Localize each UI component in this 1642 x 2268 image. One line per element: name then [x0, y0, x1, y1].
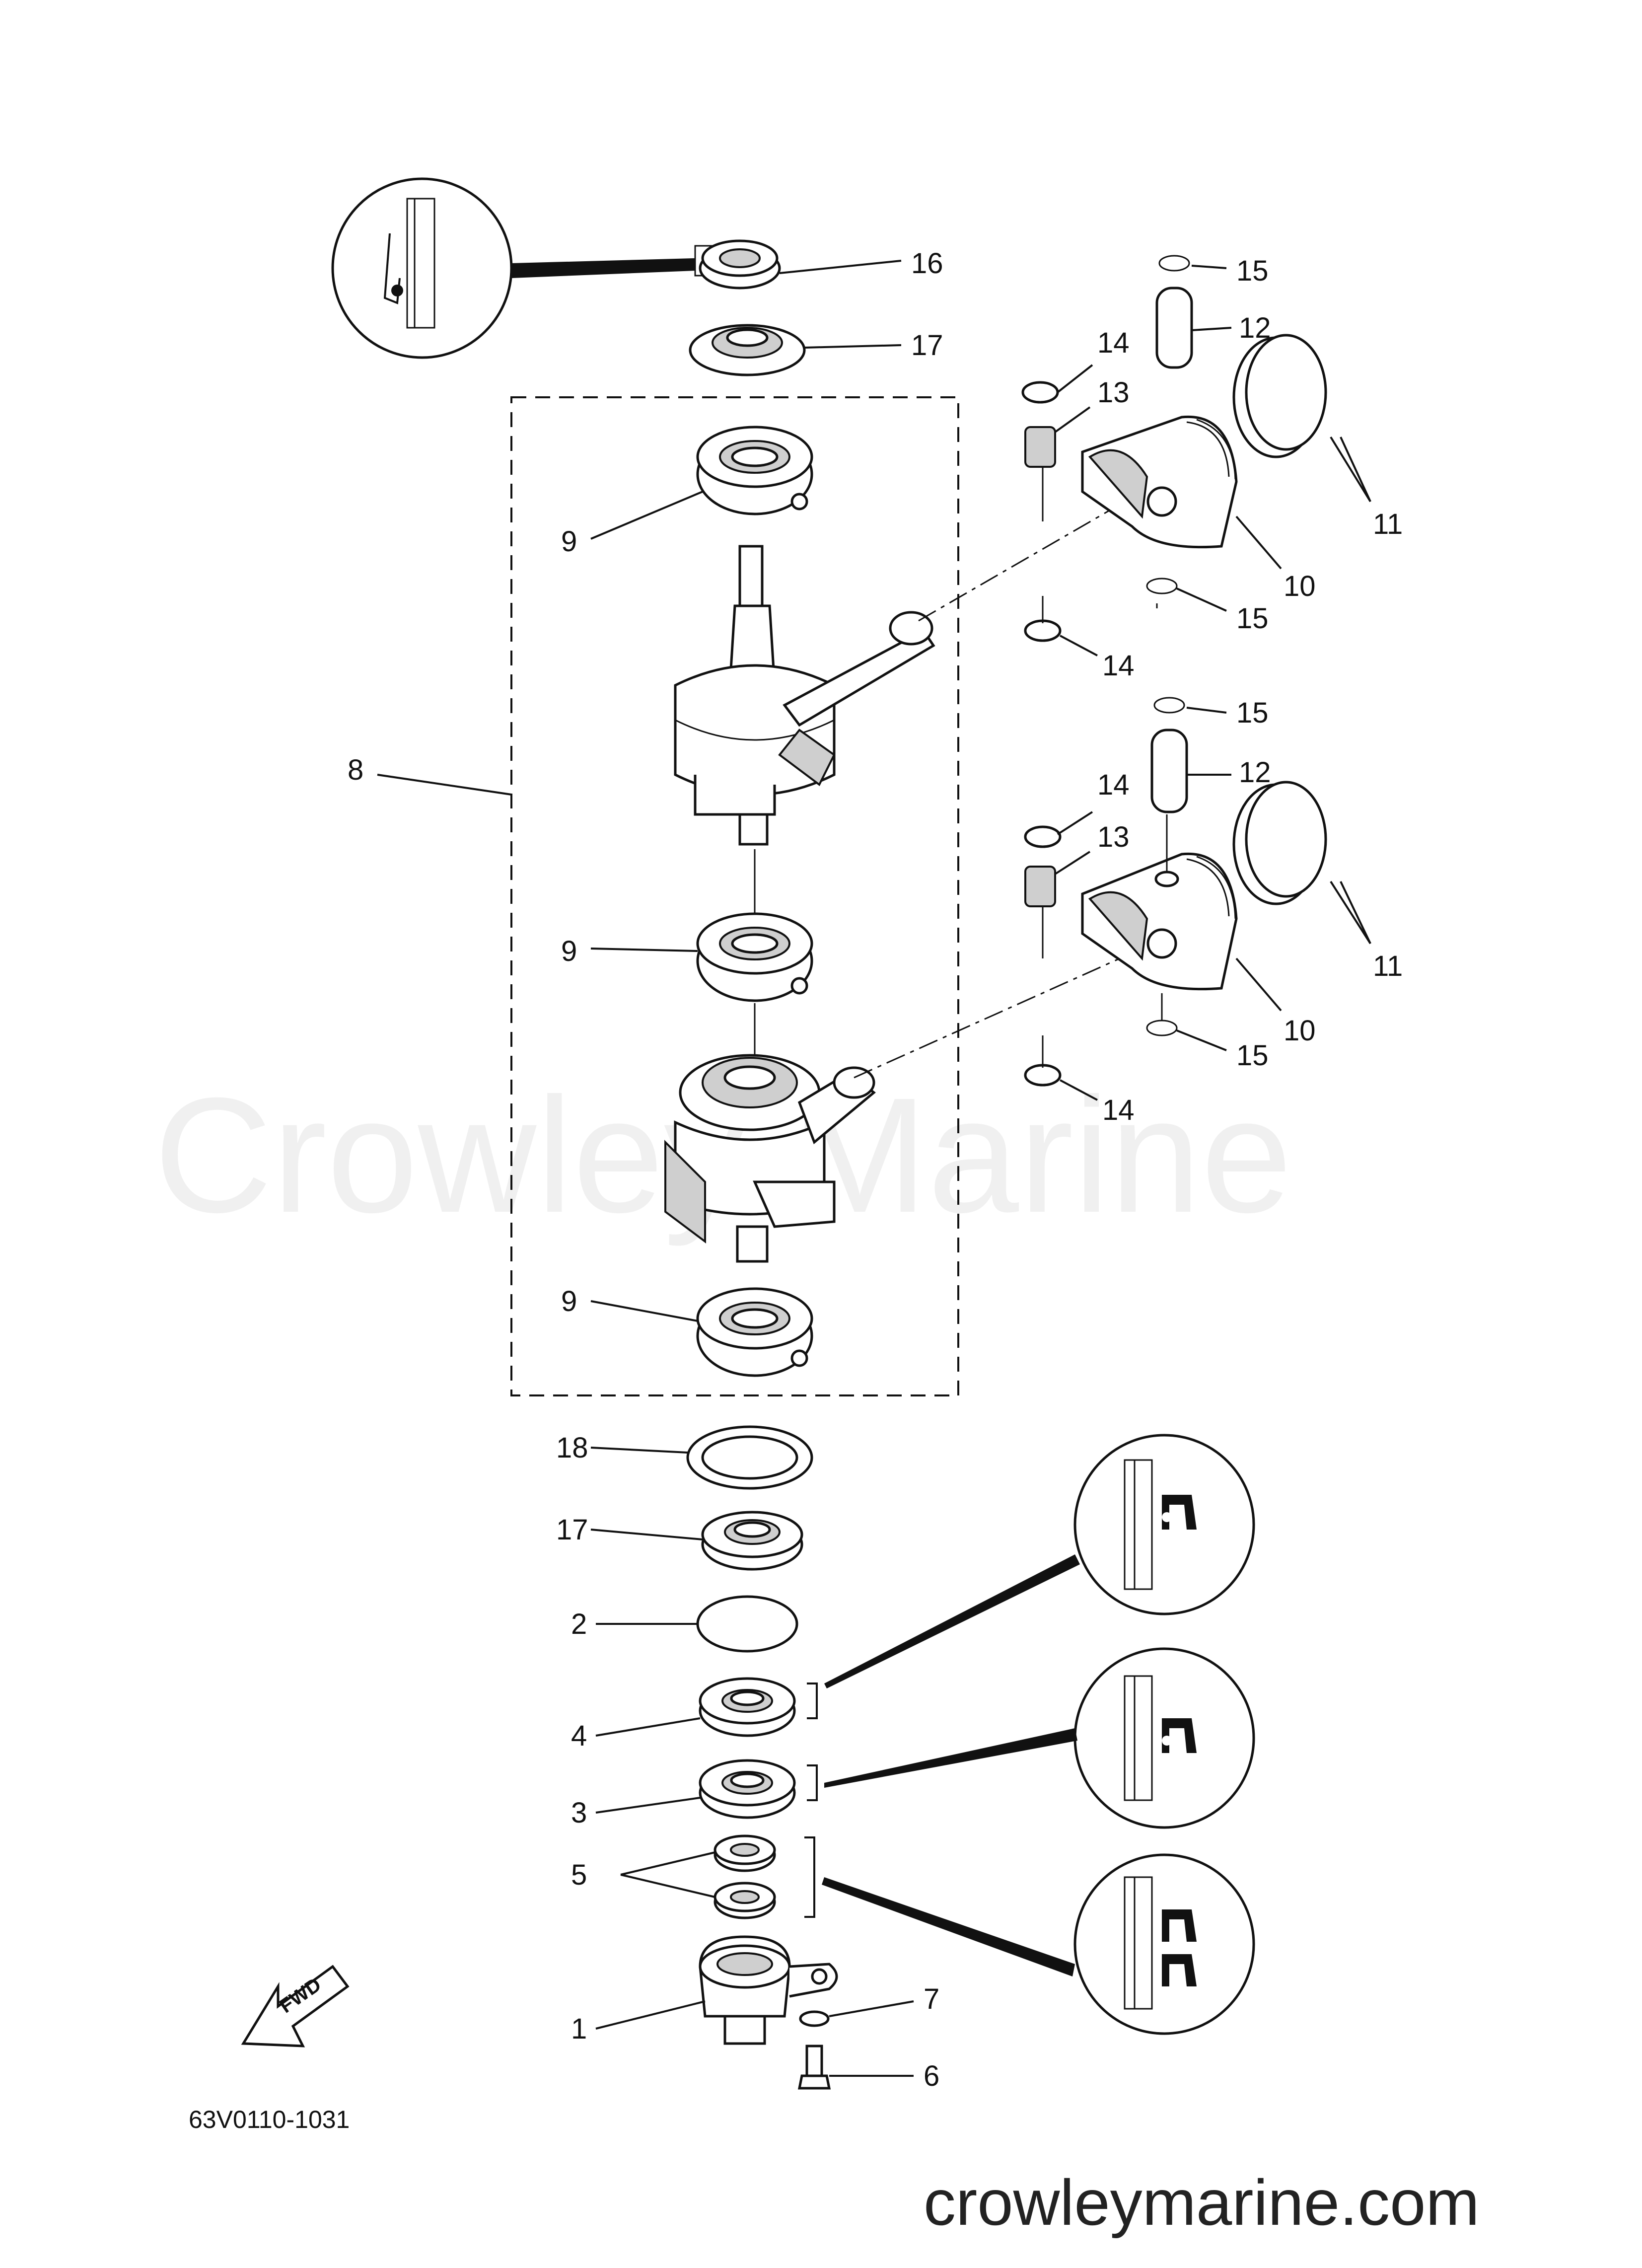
website-text: crowleymarine.com	[924, 2166, 1480, 2239]
part-15-clip-c	[1153, 697, 1185, 714]
callout-15-a: 15	[1236, 255, 1269, 287]
part-17-seal-plate-top	[689, 324, 902, 376]
part-8-leader	[377, 774, 512, 796]
part-1-oil-seal-housing	[595, 1935, 838, 2045]
part-17-seal-plate-bottom	[590, 1511, 803, 1571]
callout-2: 2	[571, 1608, 587, 1640]
diagram-code: 63V0110-1031	[189, 2106, 350, 2133]
part-15-clip-a	[1158, 255, 1190, 272]
grease-application-icon	[331, 177, 513, 359]
grease-callout-top	[331, 177, 695, 359]
part-5-oil-seals	[620, 1834, 815, 1919]
callout-6: 6	[924, 2060, 939, 2092]
part-10-piston-b	[1081, 852, 1238, 991]
callout-11-a: 11	[1373, 508, 1403, 540]
seal-callout-4	[824, 1434, 1255, 1688]
part-12-piston-pin-b	[1150, 729, 1188, 813]
part-9-bearing-mid	[590, 849, 813, 1068]
callout-10-a: 10	[1284, 570, 1316, 602]
callout-11-b: 11	[1373, 950, 1403, 982]
part-14-washer-a	[1021, 381, 1059, 404]
part-16-bearing	[694, 239, 902, 290]
part-3-oil-seal	[595, 1759, 818, 1819]
callout-9-mid: 9	[561, 935, 577, 967]
upper-piston-assembly	[1021, 255, 1327, 642]
part-14-washer-c	[1024, 825, 1062, 848]
upper-callout-leaders	[1054, 265, 1371, 657]
callout-18: 18	[556, 1432, 588, 1464]
part-4-oil-seal	[595, 1677, 818, 1737]
part-13-needle-bearing-b	[1024, 866, 1056, 907]
callout-1: 1	[571, 2013, 587, 2045]
callout-12-b: 12	[1239, 756, 1271, 789]
callout-7: 7	[924, 1983, 939, 2015]
callout-5: 5	[571, 1859, 587, 1891]
callout-9-top: 9	[561, 525, 577, 558]
callout-15-c: 15	[1236, 697, 1269, 729]
lower-piston-assembly	[1024, 697, 1327, 1087]
callout-numbers: 16 17 15 12 14 13 11 10 15 14 9 8 15 12 …	[348, 247, 1403, 2092]
callout-10-b: 10	[1284, 1015, 1316, 1047]
callout-14-b: 14	[1102, 650, 1135, 682]
forward-direction-arrow: FWD	[241, 1965, 350, 2048]
callout-12-a: 12	[1239, 312, 1271, 344]
callout-8: 8	[348, 754, 363, 786]
crankshaft-assembly-box	[510, 396, 959, 1396]
lower-crankshaft-section	[664, 948, 1142, 1263]
part-15-clip-b	[1146, 578, 1178, 594]
upper-crankshaft-section	[674, 491, 1142, 846]
part-9-bearing-top	[590, 426, 813, 540]
double-oil-seal-orientation-icon	[1073, 1853, 1255, 2035]
part-6-bolt	[797, 2045, 914, 2090]
callout-17-bot: 17	[556, 1514, 588, 1546]
callout-14-c: 14	[1097, 769, 1130, 801]
callout-17-top: 17	[911, 329, 943, 362]
callout-15-d: 15	[1236, 1039, 1269, 1072]
callout-16: 16	[911, 247, 943, 280]
part-7-washer	[799, 2000, 914, 2027]
part-2-o-ring	[596, 1595, 798, 1653]
callout-3: 3	[571, 1797, 587, 1829]
callout-15-b: 15	[1236, 602, 1269, 635]
callout-9-bot: 9	[561, 1285, 577, 1317]
part-13-needle-bearing-a	[1024, 426, 1056, 468]
part-15-clip-d	[1146, 1020, 1178, 1036]
callout-14-d: 14	[1102, 1094, 1135, 1126]
part-18-gasket	[590, 1425, 813, 1490]
part-9-bearing-bottom	[590, 1287, 813, 1377]
seal-callout-5	[822, 1853, 1255, 2035]
callout-14-a: 14	[1097, 327, 1130, 359]
callout-13-a: 13	[1097, 376, 1130, 409]
part-12-piston-pin-a	[1155, 287, 1193, 369]
part-14-washer-d	[1024, 1064, 1062, 1087]
callout-4: 4	[571, 1720, 587, 1752]
callout-13-b: 13	[1097, 821, 1130, 853]
part-10-piston-a	[1081, 415, 1238, 549]
lower-callout-leaders	[1054, 707, 1371, 1101]
seal-callout-3	[824, 1647, 1255, 1829]
part-14-washer-b	[1024, 619, 1062, 642]
